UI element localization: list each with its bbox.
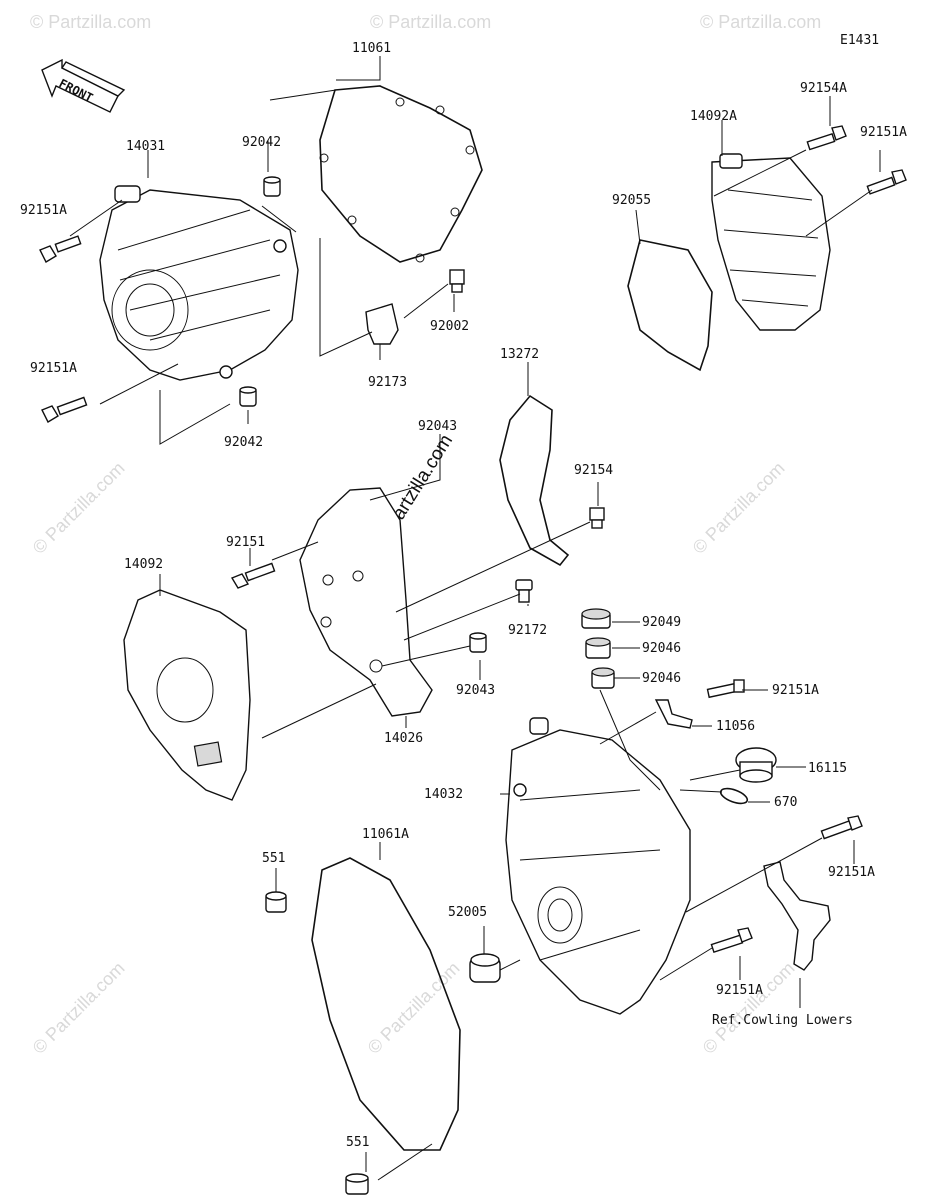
front-arrow-icon: FRONT (41, 58, 126, 113)
label-92046-1: 92046 (642, 641, 681, 656)
dowel-92043-bottom (469, 632, 487, 653)
label-11061A: 11061A (362, 827, 409, 842)
label-92172: 92172 (508, 623, 547, 638)
cowling-bracket (763, 861, 831, 971)
gasket-11061A (311, 857, 461, 1151)
label-92042-bottom: 92042 (224, 435, 263, 450)
watermark-text: © Partzilla.com (29, 458, 129, 558)
dowel-551-top (265, 891, 287, 913)
part-labels: 11061 14031 92042 92151A 92151A 92002 92… (20, 41, 907, 1150)
label-14092: 14092 (124, 557, 163, 572)
label-11061: 11061 (352, 41, 391, 56)
generator-cover-14031 (99, 185, 299, 381)
label-92055: 92055 (612, 193, 651, 208)
label-11056: 11056 (716, 719, 755, 734)
label-92154: 92154 (574, 463, 613, 478)
cover-14026 (299, 487, 433, 717)
label-92151A-lower-right: 92151A (828, 865, 875, 880)
oring-670 (719, 787, 749, 805)
label-670: 670 (774, 795, 797, 810)
bearing-92046-2 (591, 667, 615, 689)
gear-52005 (469, 953, 501, 983)
label-92043-bottom: 92043 (456, 683, 495, 698)
label-13272: 13272 (500, 347, 539, 362)
dowel-92042-bottom (239, 386, 257, 407)
bolt-92151A-left1 (39, 235, 82, 263)
label-92151: 92151 (226, 535, 265, 550)
watermark-text: © Partzilla.com (30, 12, 151, 32)
bolt-92154 (589, 507, 605, 529)
watermark-text: © Partzilla.com (370, 12, 491, 32)
reference-note: Ref.Cowling Lowers (712, 1013, 853, 1028)
cover-14092A (711, 153, 831, 331)
diagram-code: E1431 (840, 33, 879, 48)
bolt-92151 (230, 562, 276, 589)
bolt-92151A-left2 (41, 396, 88, 423)
label-92173: 92173 (368, 375, 407, 390)
cover-14092 (123, 589, 251, 801)
label-92042-top: 92042 (242, 135, 281, 150)
bolt-92151A-right (866, 169, 907, 195)
label-92002: 92002 (430, 319, 469, 334)
gasket-holes (319, 97, 475, 263)
watermark-text: © Partzilla.com (364, 958, 464, 1058)
gasket-11061 (319, 85, 483, 263)
bearing-92046-1 (585, 637, 611, 659)
label-92151A-bottom: 92151A (716, 983, 763, 998)
label-14032: 14032 (424, 787, 463, 802)
bolt-92151A-mid (706, 679, 745, 699)
clamp-92173 (365, 303, 399, 345)
watermark-text: © Partzilla.com (700, 12, 821, 32)
watermark-text: © Partzilla.com (699, 958, 799, 1058)
label-16115: 16115 (808, 761, 847, 776)
label-92151A-left1: 92151A (20, 203, 67, 218)
clutch-cover-14032 (505, 717, 691, 1015)
label-92151A-mid: 92151A (772, 683, 819, 698)
label-14031: 14031 (126, 139, 165, 154)
dowel-551-bottom (345, 1173, 369, 1195)
bolt-92151A-bottom (710, 927, 753, 954)
label-92043-top: 92043 (418, 419, 457, 434)
dowel-92042-top (263, 176, 281, 197)
leader-lines (69, 56, 881, 1181)
label-14092A: 14092A (690, 109, 737, 124)
watermark-text: © Partzilla.com (29, 958, 129, 1058)
bolt-92002 (449, 269, 465, 293)
gasket-13272 (499, 394, 570, 567)
cap-16115 (735, 747, 777, 783)
label-92046-2: 92046 (642, 671, 681, 686)
label-92154A: 92154A (800, 81, 847, 96)
label-551-bottom: 551 (346, 1135, 369, 1150)
label-551-top: 551 (262, 851, 285, 866)
label-92049: 92049 (642, 615, 681, 630)
label-14026: 14026 (384, 731, 423, 746)
bolt-92151A-lower-right (820, 815, 863, 840)
bolt-92154A (806, 125, 847, 151)
bolt-92172 (515, 579, 533, 603)
bearing-92049 (581, 608, 611, 629)
watermark-text: © Partzilla.com (689, 458, 789, 558)
gasket-92055 (627, 239, 713, 372)
label-92151A-left2: 92151A (30, 361, 77, 376)
label-52005: 52005 (448, 905, 487, 920)
label-92151A-right: 92151A (860, 125, 907, 140)
bracket-11056 (654, 699, 693, 729)
